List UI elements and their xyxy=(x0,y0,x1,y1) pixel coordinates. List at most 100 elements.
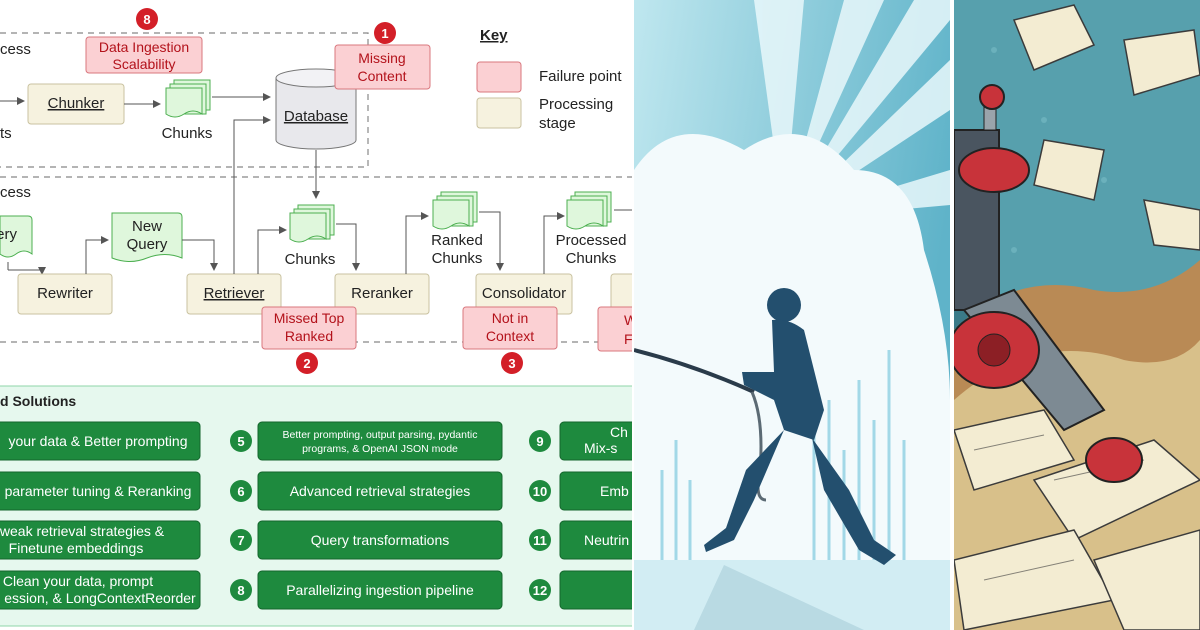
indexing-process-label: cess xyxy=(0,41,31,58)
new-query-label-2: Query xyxy=(127,236,168,253)
robot-arm xyxy=(954,84,1143,483)
solution-6 xyxy=(257,471,503,511)
new-query-label-1: New xyxy=(132,218,162,235)
svg-text:5: 5 xyxy=(237,434,244,449)
svg-text:Finetune embeddings: Finetune embeddings xyxy=(9,540,144,556)
solution-badge-12 xyxy=(529,579,551,601)
svg-text:Parallelizing ingestion pipeli: Parallelizing ingestion pipeline xyxy=(286,582,474,598)
svg-text:11: 11 xyxy=(533,533,547,548)
svg-text:7: 7 xyxy=(237,533,244,548)
processed-chunks-label-2: Chunks xyxy=(566,250,617,267)
failure-badge-1 xyxy=(374,22,396,44)
failure-data-ingestion xyxy=(85,36,203,74)
solution-9 xyxy=(559,421,632,461)
svg-text:your data & Better prompting: your data & Better prompting xyxy=(9,433,188,449)
failure-not-in-context xyxy=(462,306,558,350)
query-label: ery xyxy=(0,226,17,243)
svg-text:ession, & LongContextReorder: ession, & LongContextReorder xyxy=(4,590,196,606)
solution-11 xyxy=(559,520,632,560)
retriever-label: Retriever xyxy=(204,285,265,302)
solution-badge-11 xyxy=(529,529,551,551)
svg-text:Advanced retrieval strategies: Advanced retrieval strategies xyxy=(290,483,471,499)
svg-text:6: 6 xyxy=(237,484,244,499)
solution-7 xyxy=(257,520,503,560)
svg-text:Data Ingestion: Data Ingestion xyxy=(99,39,189,55)
solutions-title: d Solutions xyxy=(0,393,76,409)
key-title: Key xyxy=(480,27,508,44)
chunks-top-label: Chunks xyxy=(162,125,213,142)
solution-badge-8 xyxy=(230,579,252,601)
svg-text:2: 2 xyxy=(303,356,310,371)
svg-text:Content: Content xyxy=(357,68,406,84)
solution-badge-7 xyxy=(230,529,252,551)
svg-text:Not in: Not in xyxy=(492,310,529,326)
svg-text:9: 9 xyxy=(536,434,543,449)
ranked-chunks-icon xyxy=(432,191,478,230)
svg-text:10: 10 xyxy=(533,484,547,499)
solution-10 xyxy=(559,471,632,511)
failure-missed-top-ranked xyxy=(261,306,357,350)
rewriter-stage xyxy=(17,273,113,315)
solution-badge-6 xyxy=(230,480,252,502)
svg-text:Ranked: Ranked xyxy=(285,328,333,344)
solution-badge-5 xyxy=(230,430,252,452)
svg-text:8: 8 xyxy=(143,12,150,27)
indexing-boundary xyxy=(0,32,369,168)
query-process-label: cess xyxy=(0,184,31,201)
svg-text:1: 1 xyxy=(381,26,388,41)
svg-text:Ch: Ch xyxy=(610,424,628,440)
svg-text:Clean your data, prompt: Clean your data, prompt xyxy=(3,573,153,589)
solution-badge-10 xyxy=(529,480,551,502)
solution-2 xyxy=(0,471,201,511)
svg-text:Emb: Emb xyxy=(600,483,629,499)
svg-text:3: 3 xyxy=(508,356,515,371)
reranker-label: Reranker xyxy=(351,285,413,302)
solution-badge-9 xyxy=(529,430,551,452)
ranked-chunks-label-1: Ranked xyxy=(431,232,483,249)
svg-text:Better prompting, output parsi: Better prompting, output parsing, pydant… xyxy=(283,429,478,441)
svg-text:W: W xyxy=(624,312,632,328)
documents-label: ts xyxy=(0,125,12,142)
consolidator-label: Consolidator xyxy=(482,285,566,302)
tug-of-war-illustration xyxy=(634,0,950,630)
chunks-mid-label: Chunks xyxy=(285,251,336,268)
svg-text:Context: Context xyxy=(486,328,534,344)
rag-failure-diagram: cess cess Key Failure point Processing s… xyxy=(0,8,632,627)
processed-chunks-label-1: Processed xyxy=(556,232,627,249)
solution-8 xyxy=(257,570,503,610)
solution-1 xyxy=(0,421,201,461)
svg-text:F: F xyxy=(624,331,632,347)
svg-text:Neutrin: Neutrin xyxy=(584,532,629,548)
new-query-node xyxy=(111,212,183,262)
svg-text:Missed Top: Missed Top xyxy=(274,310,345,326)
key-processing-swatch xyxy=(476,97,522,129)
svg-text:parameter tuning & Reranking: parameter tuning & Reranking xyxy=(5,483,192,499)
svg-text:Missing: Missing xyxy=(358,50,405,66)
key-failure-swatch xyxy=(476,61,522,93)
robot-paper-pile-illustration xyxy=(954,0,1200,630)
failure-badge-8 xyxy=(136,8,158,30)
solution-4 xyxy=(0,570,201,610)
key-failure-label: Failure point xyxy=(539,68,622,85)
query-node xyxy=(0,215,33,258)
chunks-mid-icon xyxy=(289,204,335,243)
database-label: Database xyxy=(284,108,348,125)
failure-badge-2 xyxy=(296,352,318,374)
key-processing-label-2: stage xyxy=(539,115,576,132)
failure-missing-content xyxy=(334,44,431,90)
key-processing-label-1: Processing xyxy=(539,96,613,113)
rewriter-label: Rewriter xyxy=(37,285,93,302)
solution-3 xyxy=(0,520,201,560)
svg-text:8: 8 xyxy=(237,583,244,598)
reranker-stage xyxy=(334,273,430,315)
ranked-chunks-label-2: Chunks xyxy=(432,250,483,267)
solution-12 xyxy=(559,570,632,610)
svg-text:12: 12 xyxy=(533,583,547,598)
chunks-top-icon xyxy=(165,79,211,118)
svg-text:Query transformations: Query transformations xyxy=(311,532,450,548)
chunker-label: Chunker xyxy=(48,95,105,112)
svg-text:weak retrieval strategies &: weak retrieval strategies & xyxy=(0,523,165,539)
processed-chunks-icon xyxy=(566,191,612,230)
failure-wrong-format-partial xyxy=(597,306,632,352)
svg-text:Mix-s: Mix-s xyxy=(584,440,617,456)
